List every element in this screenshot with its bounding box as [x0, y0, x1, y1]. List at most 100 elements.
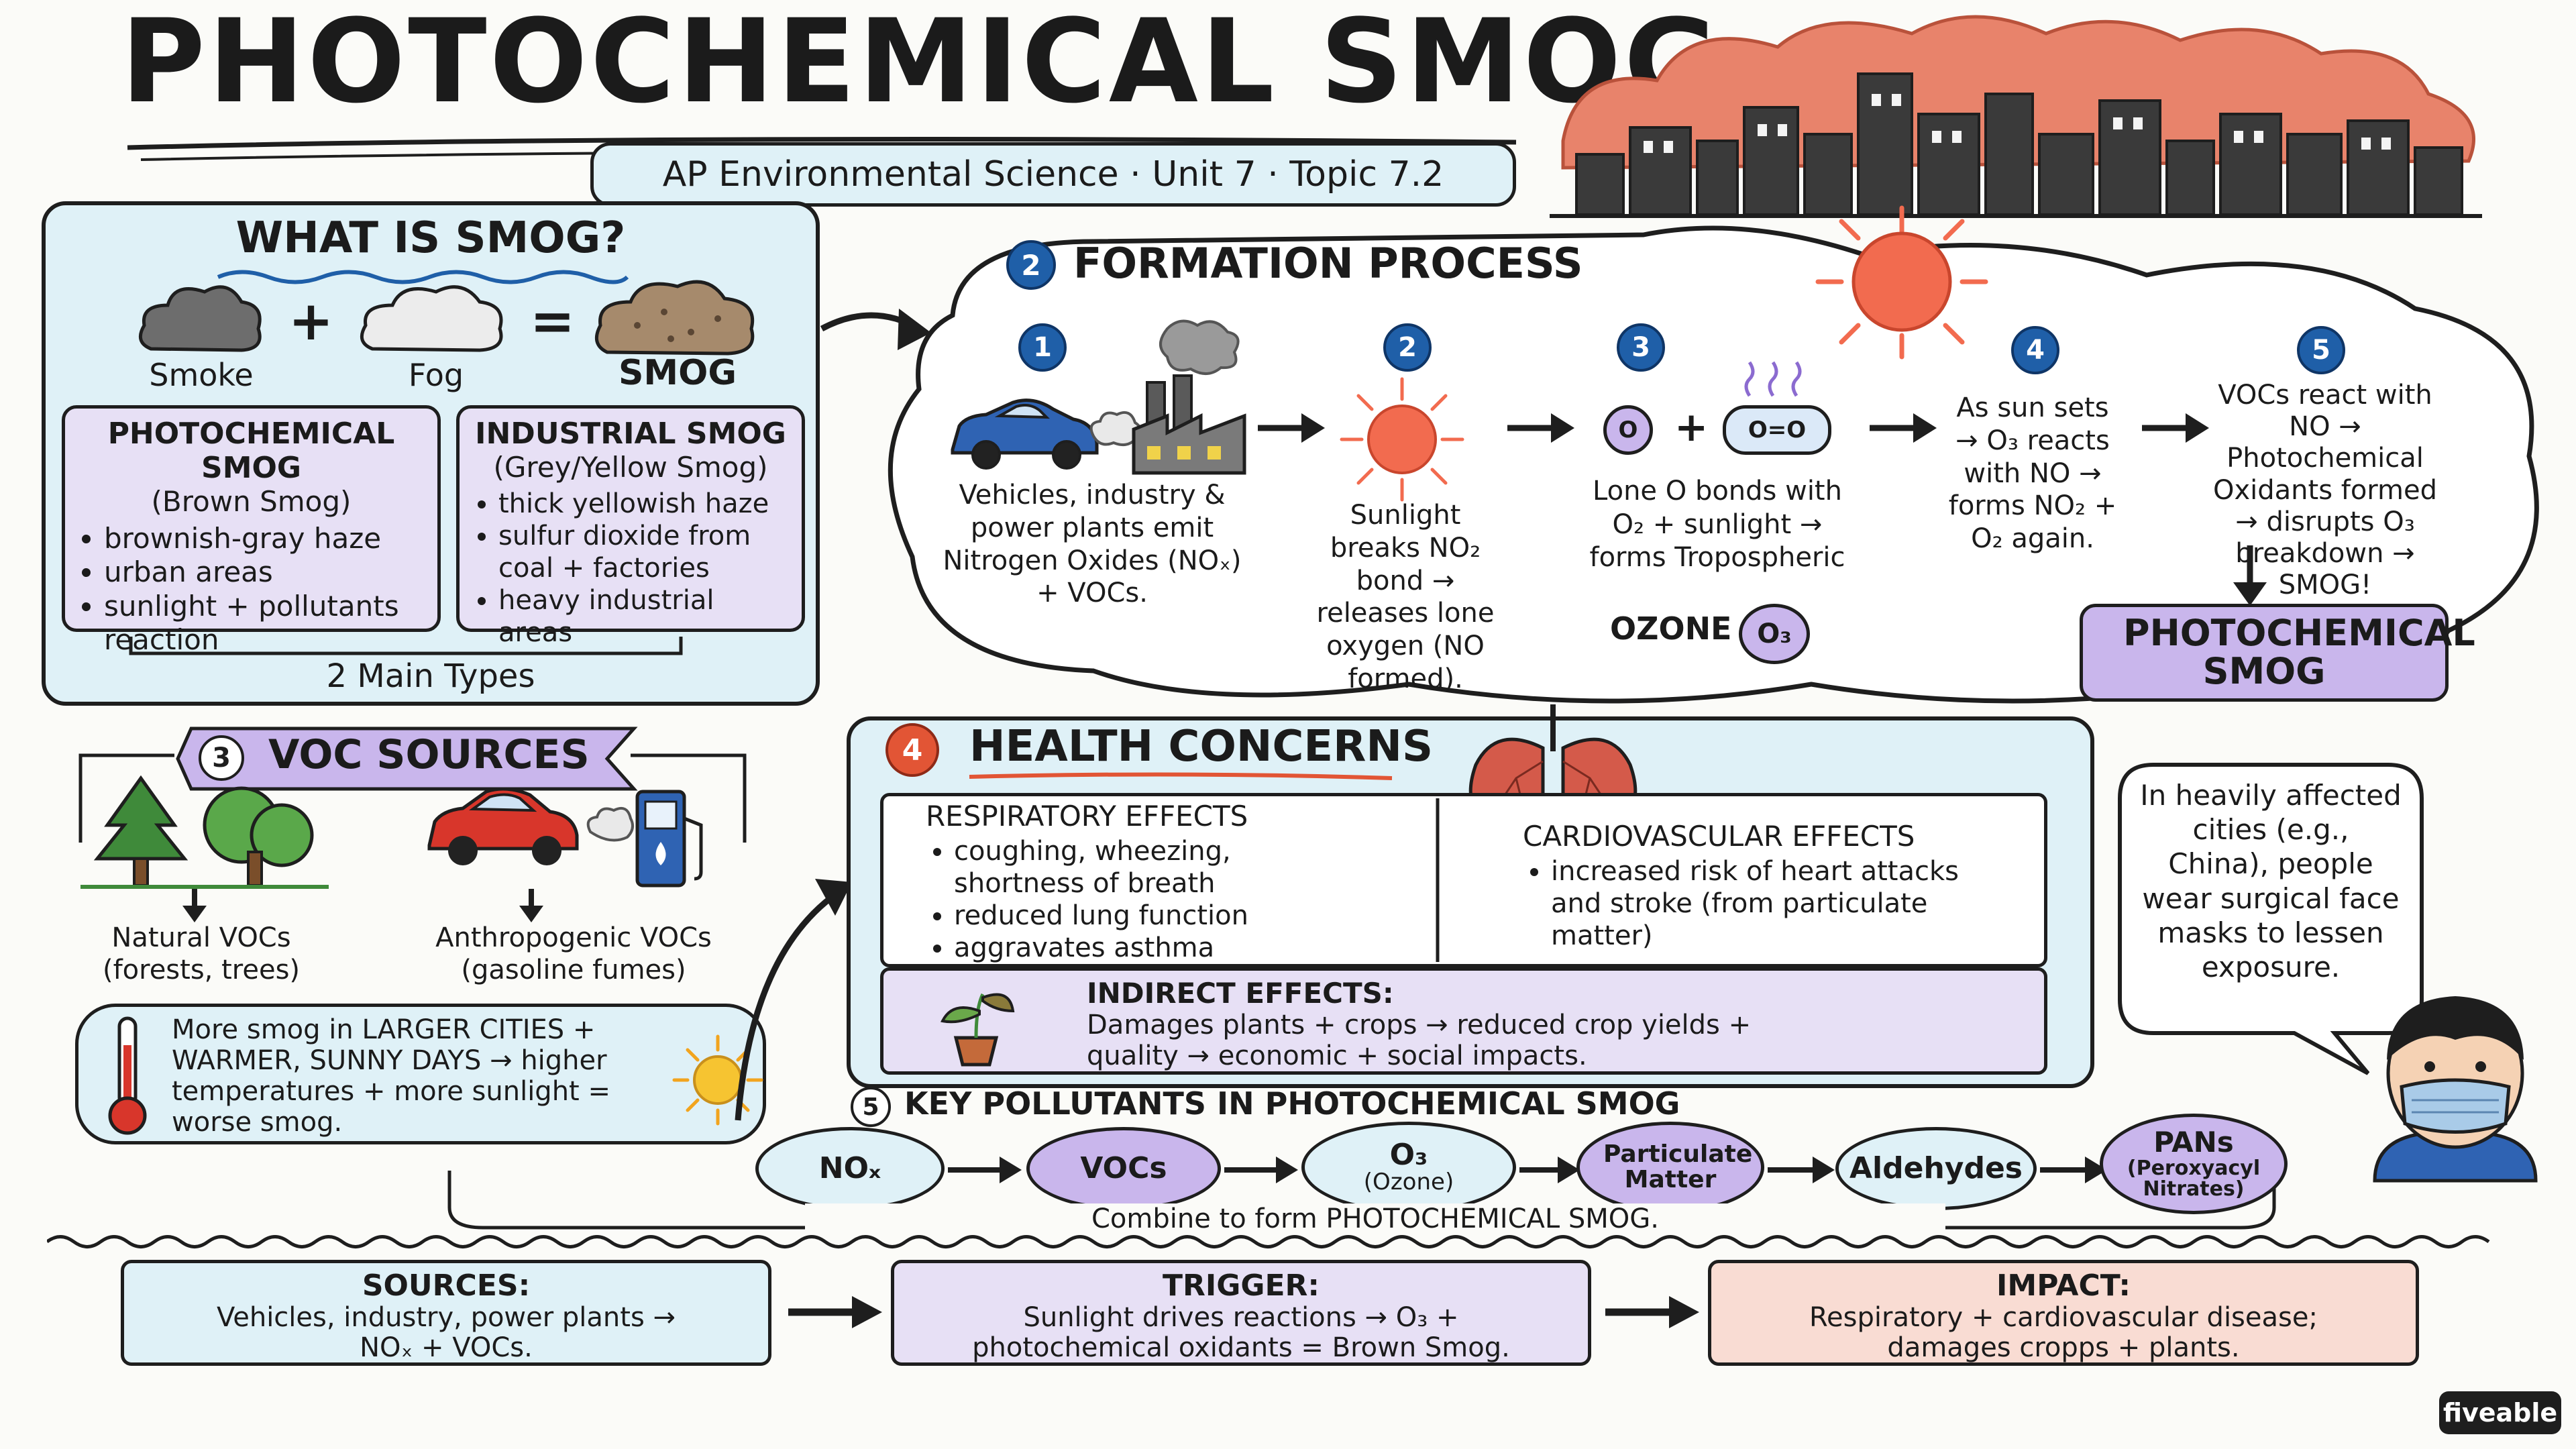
subtitle-text: AP Environmental Science · Unit 7 · Topi… [662, 154, 1444, 195]
step-number: 3 [1631, 332, 1650, 363]
types-bracket [129, 637, 683, 655]
o3-label: O₃ [1757, 619, 1792, 649]
health-badge-number: 4 [902, 733, 923, 767]
step-1-badge: 1 [1018, 323, 1067, 372]
heading-underline [969, 772, 1393, 780]
health-heading: HEALTH CONCERNS [969, 722, 1434, 771]
subtitle-banner: AP Environmental Science · Unit 7 · Topi… [590, 142, 1516, 207]
trigger-text: Sunlight drives reactions → O₃ + photoch… [972, 1302, 1510, 1363]
combine-caption: Combine to form PHOTOCHEMICAL SMOG. [805, 1203, 1945, 1234]
equals-sign: = [530, 290, 576, 352]
sources-title: SOURCES: [362, 1269, 531, 1303]
o2-molecule-icon: O=O [1723, 405, 1831, 455]
natural-vocs-label: Natural VOCs (forests, trees) [102, 922, 301, 985]
step-arrow [1258, 413, 1325, 443]
industrial-title: INDUSTRIAL SMOG [475, 417, 786, 451]
voc-bracket [78, 753, 747, 843]
formation-badge: 2 [1006, 240, 1056, 290]
pollutant-particulate-matter: Particulate Matter [1576, 1122, 1764, 1213]
plus-sign: + [288, 290, 334, 352]
pollutant-main: Particulate Matter [1603, 1140, 1753, 1193]
voc-badge-number: 3 [212, 743, 231, 773]
main-types-label: 2 Main Types [326, 657, 535, 695]
smoggy-city-illustration [1550, 15, 2482, 218]
indirect-title: INDIRECT EFFECTS: [1087, 977, 1394, 1010]
ozone-label: OZONE [1610, 610, 1732, 647]
summary-trigger-card: TRIGGER: Sunlight drives reactions → O₃ … [891, 1260, 1591, 1366]
photochemical-bullet: brownish-gray haze [104, 522, 427, 555]
photochemical-smog-card: PHOTOCHEMICAL SMOG (Brown Smog) brownish… [62, 405, 441, 656]
cardio-bullet: increased risk of heart attacks and stro… [1551, 855, 1980, 952]
photochemical-title: PHOTOCHEMICAL SMOG [107, 417, 395, 485]
step-1-text: Vehicles, industry & power plants emit N… [943, 480, 1242, 609]
smoke-cloud-icon [138, 285, 262, 352]
brand-label: fiveable [2443, 1398, 2558, 1428]
voc-badge: 3 [199, 735, 244, 781]
smog-label: SMOG [618, 353, 737, 393]
step-2-text: Sunlight breaks NO₂ bond → releases lone… [1316, 500, 1495, 694]
page-title: PHOTOCHEMICAL SMOG [121, 0, 1721, 129]
respiratory-title: RESPIRATORY EFFECTS [926, 800, 1248, 833]
pollutants-badge: 5 [851, 1087, 891, 1127]
pollutant-arrow [2040, 1157, 2107, 1183]
red-car-icon [427, 787, 579, 865]
voc-heading: VOC SOURCES [268, 731, 590, 778]
industrial-bullet: thick yellowish haze [498, 488, 791, 520]
step-4-badge: 4 [2011, 326, 2059, 374]
pollutant-aldehydes: Aldehydes [1835, 1127, 2037, 1210]
industrial-bullet: heavy industrial areas [498, 584, 791, 649]
o2-label: O=O [1748, 417, 1807, 443]
step-4-text: As sun sets → O₃ reacts with NO → forms … [1948, 392, 2117, 555]
car-icon [951, 398, 1099, 470]
down-arrow [182, 889, 207, 922]
heat-waves-icon [1744, 361, 1802, 397]
ozone-molecule-icon: O₃ [1739, 604, 1810, 664]
photochemical-bullet: sunlight + pollutants reaction [104, 590, 427, 657]
mask-note-text: In heavily affected cities (e.g., China)… [2140, 779, 2402, 984]
pollutant-main: O₃ [1389, 1138, 1428, 1173]
exhaust-puff-icon [1089, 411, 1142, 447]
industrial-bullet: sulfur dioxide from coal + factories [498, 520, 791, 584]
smog-conditions-note [75, 1004, 766, 1144]
respiratory-bullet: reduced lung function [954, 900, 1436, 932]
respiratory-effects: RESPIRATORY EFFECTS coughing, wheezing, … [926, 800, 1436, 964]
industrial-smog-card: INDUSTRIAL SMOG (Grey/Yellow Smog) thick… [456, 405, 805, 648]
indirect-effects-box [880, 967, 2047, 1075]
smog-conditions-text: More smog in LARGER CITIES + WARMER, SUN… [172, 1014, 610, 1138]
pollutant-arrow [1224, 1157, 1298, 1183]
indirect-text: Damages plants + crops → reduced crop yi… [1087, 1010, 1752, 1071]
pollutant-arrow [1519, 1157, 1580, 1183]
pollutant-arrow [948, 1157, 1022, 1183]
indirect-effects-content: INDIRECT EFFECTS: Damages plants + crops… [1087, 977, 2026, 1071]
fiveable-logo[interactable]: fiveable [2439, 1391, 2561, 1434]
step-arrow [2142, 413, 2209, 443]
cardiovascular-effects: CARDIOVASCULAR EFFECTS increased risk of… [1523, 820, 2046, 952]
what-is-smog-heading: WHAT IS SMOG? [235, 213, 626, 263]
respiratory-bullet: aggravates asthma [954, 932, 1436, 964]
step-number: 1 [1033, 332, 1052, 363]
result-label: PHOTOCHEMICAL SMOG [2123, 612, 2475, 692]
voc-ribbon [176, 727, 638, 791]
pollutant-sub: (Peroxyacyl Nitrates) [2127, 1156, 2261, 1201]
trees-icon [80, 775, 329, 889]
photochemical-subtitle: (Brown Smog) [151, 485, 352, 518]
pollutant-vocs: VOCs [1026, 1127, 1221, 1210]
impact-title: IMPACT: [1996, 1269, 2131, 1303]
anthropogenic-vocs-label: Anthropogenic VOCs (gasoline fumes) [435, 922, 712, 985]
sun-icon [1815, 205, 1988, 360]
gas-pump-icon [635, 790, 703, 888]
trigger-title: TRIGGER: [1162, 1269, 1320, 1303]
section-divider [47, 1235, 2490, 1248]
step-5-badge: 5 [2297, 326, 2345, 374]
masked-person-icon [2373, 996, 2538, 1183]
step-arrow [1507, 413, 1574, 443]
smog-cloud-icon [594, 280, 755, 356]
factory-icon [1132, 319, 1246, 475]
summary-arrow [788, 1296, 882, 1328]
industrial-subtitle: (Grey/Yellow Smog) [493, 451, 768, 484]
health-effects-box [880, 793, 2047, 967]
pollutant-main: VOCs [1080, 1150, 1167, 1185]
pollutant-pans: PANs (Peroxyacyl Nitrates) [2100, 1114, 2288, 1214]
wilting-plant-icon [941, 993, 1015, 1067]
step-number: 4 [2026, 335, 2045, 366]
